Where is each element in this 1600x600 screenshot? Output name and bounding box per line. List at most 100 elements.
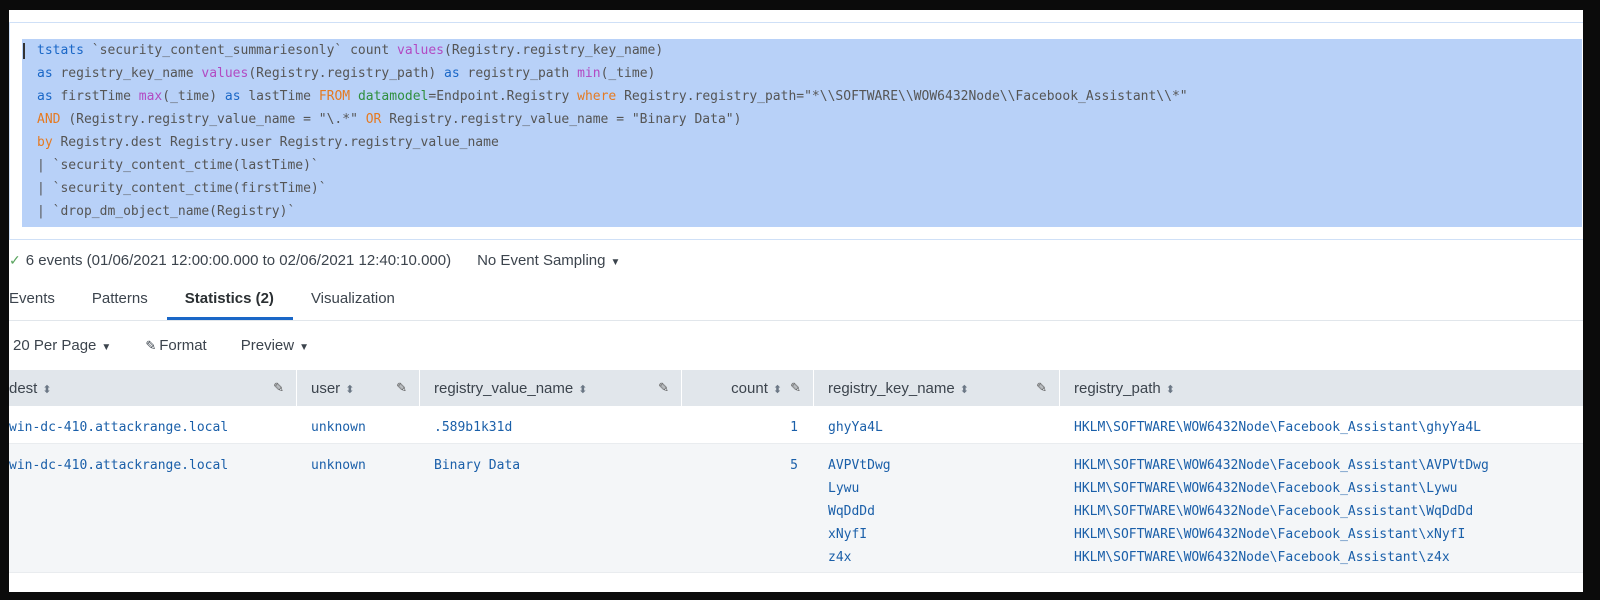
search-editor[interactable]: tstats `security_content_summariesonly` … bbox=[9, 22, 1583, 240]
query-token: by bbox=[37, 135, 61, 150]
sort-icon[interactable]: ⬍ bbox=[1165, 383, 1175, 396]
query-token: (Registry.registry_key_name) bbox=[444, 43, 664, 58]
column-header-label: count bbox=[731, 379, 768, 397]
search-query-line: AND (Registry.registry_value_name = "\.*… bbox=[22, 108, 1582, 131]
cell-count[interactable]: 1 bbox=[790, 420, 798, 435]
cell-value[interactable]: HKLM\SOFTWARE\WOW6432Node\Facebook_Assis… bbox=[1074, 527, 1466, 542]
check-icon: ✓ bbox=[9, 251, 21, 268]
cell-registry-value-name[interactable]: .589b1k31d bbox=[434, 420, 513, 435]
cell-registry-path: HKLM\SOFTWARE\WOW6432Node\Facebook_Assis… bbox=[1060, 406, 1583, 443]
search-query-line: | `drop_dm_object_name(Registry)` bbox=[22, 200, 1582, 223]
column-header-registry-key-name[interactable]: registry_key_name⬍✎ bbox=[814, 370, 1060, 406]
pencil-icon[interactable]: ✎ bbox=[658, 380, 669, 395]
cell-user[interactable]: unknown bbox=[311, 458, 366, 473]
job-status-bar: ✓ 6 events (01/06/2021 12:00:00.000 to 0… bbox=[9, 242, 1583, 278]
text-cursor bbox=[23, 43, 25, 59]
query-token: =Endpoint.Registry bbox=[428, 89, 578, 104]
cell-value[interactable]: ghyYa4L bbox=[828, 420, 883, 435]
caret-down-icon: ▼ bbox=[299, 341, 309, 353]
cell-dest[interactable]: win-dc-410.attackrange.local bbox=[9, 458, 229, 473]
query-token: tstats bbox=[37, 43, 92, 58]
tab-patterns[interactable]: Patterns bbox=[91, 290, 148, 307]
search-query-line: by Registry.dest Registry.user Registry.… bbox=[22, 131, 1582, 154]
cell-value[interactable]: HKLM\SOFTWARE\WOW6432Node\Facebook_Assis… bbox=[1074, 550, 1450, 565]
query-token: where bbox=[577, 89, 625, 104]
column-header-registry-path[interactable]: registry_path ⬍ bbox=[1060, 370, 1583, 406]
per-page-dropdown[interactable]: 20 Per Page▼ bbox=[13, 337, 111, 354]
results-toolbar: 20 Per Page▼ ✎Format Preview▼ bbox=[9, 320, 1583, 370]
column-header-label: user bbox=[311, 379, 341, 397]
cell-value[interactable]: HKLM\SOFTWARE\WOW6432Node\Facebook_Assis… bbox=[1074, 481, 1458, 496]
cell-registry-value-name[interactable]: Binary Data bbox=[434, 458, 521, 473]
column-header-registry-value-name[interactable]: registry_value_name ⬍ ✎ bbox=[420, 370, 682, 406]
column-header-user[interactable]: user ⬍ ✎ bbox=[297, 370, 420, 406]
pencil-icon[interactable]: ✎ bbox=[1036, 380, 1047, 395]
cell-value[interactable]: Lywu bbox=[828, 481, 860, 496]
cell-registry-key-name: ghyYa4L bbox=[814, 406, 1060, 443]
query-token: FROM bbox=[318, 89, 358, 104]
query-token: `security_content_summariesonly` count bbox=[91, 43, 398, 58]
query-token: registry_key_name bbox=[60, 66, 202, 81]
search-query-text[interactable]: tstats `security_content_summariesonly` … bbox=[22, 39, 1582, 227]
query-token: as bbox=[224, 89, 249, 104]
results-tabs: Events Patterns Statistics (2) Visualiza… bbox=[9, 278, 1583, 321]
column-header-label: registry_value_name bbox=[434, 379, 574, 397]
column-header-count[interactable]: count ⬍ ✎ bbox=[682, 370, 814, 406]
cell-value[interactable]: HKLM\SOFTWARE\WOW6432Node\Facebook_Assis… bbox=[1074, 504, 1474, 519]
pencil-icon: ✎ bbox=[145, 337, 157, 353]
tab-visualization[interactable]: Visualization bbox=[310, 290, 395, 307]
sort-icon[interactable]: ⬍ bbox=[578, 383, 588, 396]
tab-statistics[interactable]: Statistics (2) bbox=[166, 290, 293, 320]
sort-icon[interactable]: ⬍ bbox=[345, 383, 355, 396]
cell-value[interactable]: HKLM\SOFTWARE\WOW6432Node\Facebook_Assis… bbox=[1074, 458, 1489, 473]
query-token: max bbox=[138, 89, 163, 104]
query-token: OR bbox=[365, 112, 390, 127]
event-sampling-label: No Event Sampling bbox=[477, 251, 606, 269]
query-token: lastTime bbox=[248, 89, 319, 104]
search-query-line: | `security_content_ctime(firstTime)` bbox=[22, 177, 1582, 200]
query-token: values bbox=[397, 43, 445, 58]
sort-icon[interactable]: ⬍ bbox=[772, 383, 783, 396]
query-token: as bbox=[37, 66, 61, 81]
pencil-icon[interactable]: ✎ bbox=[790, 380, 801, 395]
cell-count[interactable]: 5 bbox=[790, 458, 798, 473]
per-page-label: 20 Per Page bbox=[13, 336, 97, 354]
table-header-row: dest⬍✎ user⬍✎ registry_value_name⬍✎ coun… bbox=[9, 370, 1583, 406]
format-button[interactable]: ✎Format bbox=[145, 337, 206, 354]
event-count-text: 6 events (01/06/2021 12:00:00.000 to 02/… bbox=[25, 251, 452, 269]
query-token: firstTime bbox=[60, 89, 139, 104]
column-header-dest[interactable]: dest⬍✎ bbox=[9, 370, 297, 406]
cell-user[interactable]: unknown bbox=[311, 420, 366, 435]
cell-dest[interactable]: win-dc-410.attackrange.local bbox=[9, 420, 229, 435]
cell-value[interactable]: xNyfI bbox=[828, 527, 868, 542]
query-token: as bbox=[444, 66, 468, 81]
cell-value[interactable]: WqDdDd bbox=[828, 504, 875, 519]
cell-value[interactable]: z4x bbox=[828, 550, 852, 565]
cell-value[interactable]: HKLM\SOFTWARE\WOW6432Node\Facebook_Assis… bbox=[1074, 420, 1481, 435]
cell-value[interactable]: AVPVtDwg bbox=[828, 458, 891, 473]
sort-icon[interactable]: ⬍ bbox=[959, 383, 969, 396]
cell-registry-path: HKLM\SOFTWARE\WOW6432Node\Facebook_Assis… bbox=[1060, 444, 1583, 572]
search-query-line: tstats `security_content_summariesonly` … bbox=[22, 39, 1582, 62]
statistics-table: dest⬍✎ user⬍✎ registry_value_name⬍✎ coun… bbox=[9, 370, 1583, 573]
sort-icon[interactable]: ⬍ bbox=[42, 383, 52, 396]
pencil-icon[interactable]: ✎ bbox=[396, 380, 407, 395]
query-token: registry_path bbox=[467, 66, 578, 81]
search-results-panel: tstats `security_content_summariesonly` … bbox=[9, 10, 1583, 592]
column-header-label: registry_path bbox=[1074, 379, 1161, 397]
search-query-line: as registry_key_name values(Registry.reg… bbox=[22, 62, 1582, 85]
query-token: | `security_content_ctime(lastTime)` bbox=[37, 158, 319, 173]
query-token: (_time) bbox=[162, 89, 225, 104]
preview-dropdown[interactable]: Preview▼ bbox=[241, 337, 309, 354]
query-token: Registry.dest Registry.user Registry.reg… bbox=[60, 135, 499, 150]
cell-registry-key-name: AVPVtDwg Lywu WqDdDd xNyfI z4x bbox=[814, 444, 1060, 572]
query-token: Registry.registry_value_name = "Binary D… bbox=[389, 112, 742, 127]
query-token: datamodel bbox=[357, 89, 429, 104]
pencil-icon[interactable]: ✎ bbox=[273, 380, 284, 395]
query-token: AND bbox=[37, 112, 69, 127]
query-token: Registry.registry_path="*\\SOFTWARE\\WOW… bbox=[624, 89, 1188, 104]
table-row: win-dc-410.attackrange.local unknown .58… bbox=[9, 406, 1583, 444]
event-sampling-dropdown[interactable]: No Event Sampling▼ bbox=[477, 252, 620, 269]
tab-events[interactable]: Events bbox=[9, 290, 55, 307]
